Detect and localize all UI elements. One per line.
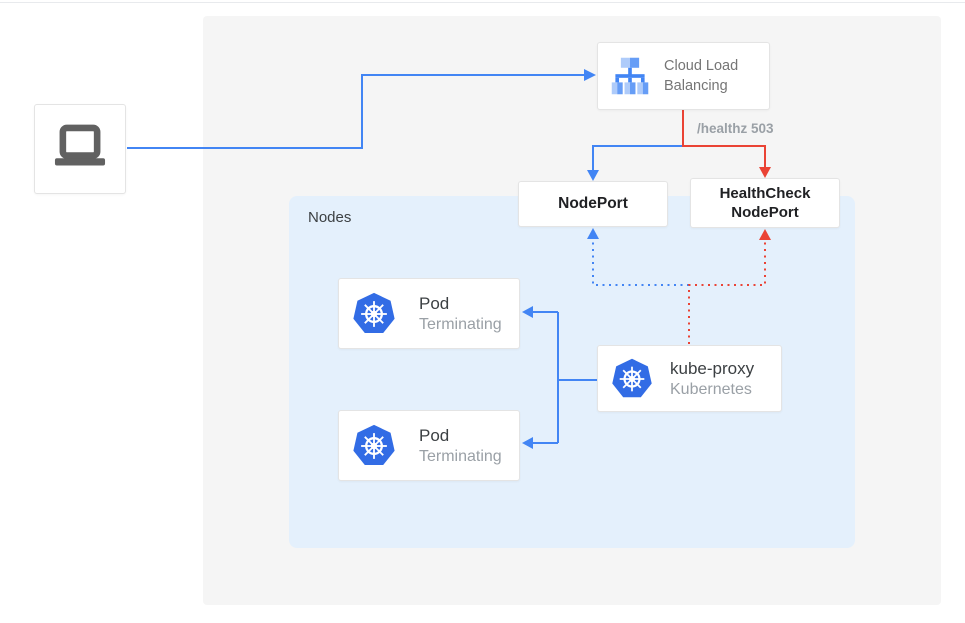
- cloud-load-balancing-node: Cloud Load Balancing: [597, 42, 770, 110]
- cloud-load-balancing-label: Cloud Load Balancing: [664, 56, 738, 96]
- pod2-status: Terminating: [419, 447, 502, 465]
- kube-proxy-title: kube-proxy: [670, 358, 755, 378]
- load-balancer-icon: [608, 55, 652, 97]
- pod1-status: Terminating: [419, 315, 502, 333]
- kubernetes-icon: [351, 291, 397, 337]
- clb-label-line1: Cloud Load: [664, 58, 739, 74]
- healthcheck-label-line1: HealthCheck: [719, 185, 811, 202]
- kube-proxy-node: kube-proxy Kubernetes: [597, 345, 782, 412]
- pod2-title: Pod: [419, 425, 450, 445]
- laptop-icon: [48, 120, 112, 178]
- nodeport-node: NodePort: [518, 181, 668, 227]
- pod1-title: Pod: [419, 293, 450, 313]
- kubernetes-icon: [610, 357, 654, 401]
- healthz-status-label: /healthz 503: [697, 121, 774, 136]
- nodeport-label: NodePort: [558, 195, 628, 212]
- kube-proxy-subtitle: Kubernetes: [670, 380, 752, 398]
- pod-node-1: Pod Terminating: [338, 278, 520, 349]
- client-node: [34, 104, 126, 194]
- nodes-group-label: Nodes: [308, 209, 352, 226]
- top-divider: [0, 2, 965, 3]
- pod-node-2: Pod Terminating: [338, 410, 520, 481]
- healthcheck-label-line2: NodePort: [731, 204, 799, 221]
- kubernetes-icon: [351, 423, 397, 469]
- healthcheck-nodeport-node: HealthCheck NodePort: [690, 178, 840, 228]
- clb-label-line2: Balancing: [664, 78, 728, 94]
